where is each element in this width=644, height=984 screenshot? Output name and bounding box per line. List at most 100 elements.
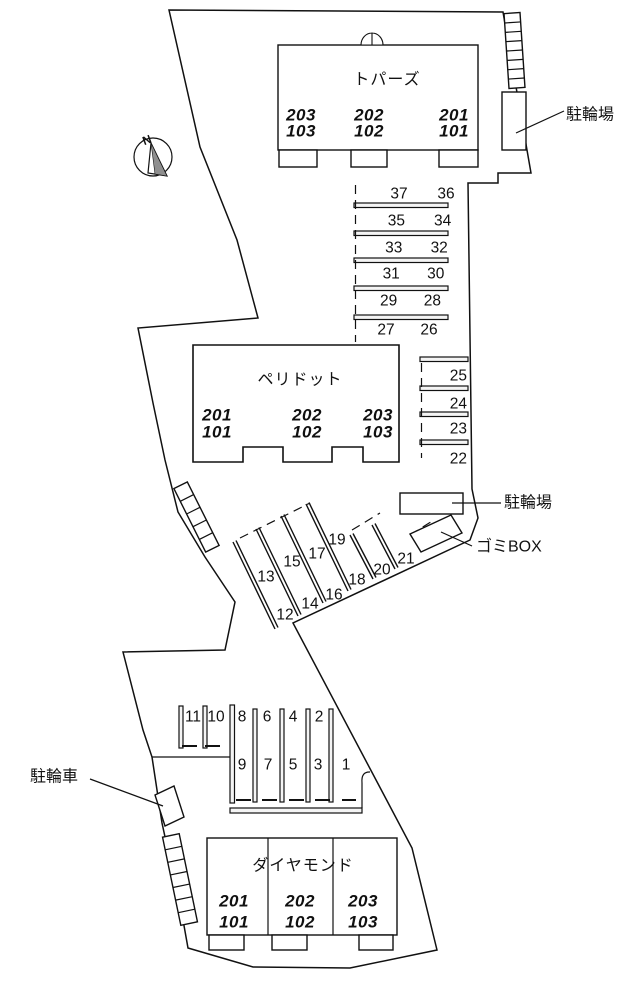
parking-space-number: 17 <box>308 546 325 563</box>
parking-space-number: 9 <box>238 757 247 774</box>
entrance-step <box>271 934 308 951</box>
parking-space-number: 6 <box>263 709 272 726</box>
building-peridot: ペリドット 201 101 202 102 203 103 <box>192 344 400 463</box>
building-topaz-title: トパーズ <box>353 71 420 89</box>
diagonal-stall-lines <box>232 502 399 630</box>
entrance-step <box>358 934 394 951</box>
parking-space-number: 8 <box>238 709 247 726</box>
building-peridot-title: ペリドット <box>257 372 342 389</box>
bicycle-parking-area-top <box>501 91 527 151</box>
bicycle-rack-hatch-middle <box>172 480 221 554</box>
entrance-step <box>350 149 388 168</box>
unit-number: 201 <box>201 406 232 425</box>
parking-space-number: 24 <box>450 396 468 413</box>
leader-line <box>515 110 565 134</box>
compass-circle <box>133 137 173 177</box>
parking-space-number: 1 <box>342 757 351 774</box>
unit-number: 103 <box>348 913 378 932</box>
parking-space-number: 3 <box>314 757 323 774</box>
parking-space-number: 36 <box>437 186 454 203</box>
parking-space-number: 37 <box>390 186 407 203</box>
building-topaz: トパーズ 203 103 202 102 201 101 <box>277 32 479 168</box>
entrance-door-arc <box>360 32 384 46</box>
entrance-step <box>208 934 245 951</box>
entrance-step <box>438 149 479 168</box>
parking-divider <box>419 411 469 418</box>
trash-box <box>408 514 464 553</box>
parking-space-number: 15 <box>283 554 300 571</box>
parking-space-number: 21 <box>397 551 414 568</box>
parking-divider <box>353 314 449 321</box>
parking-space-number: 4 <box>289 709 298 726</box>
parking-space-number: 30 <box>427 266 445 283</box>
parking-space-number: 26 <box>420 322 437 339</box>
parking-space-number: 19 <box>328 532 345 549</box>
label-bicycle-parking-middle: 駐輪場 <box>504 494 552 512</box>
parking-space-number: 32 <box>431 240 448 257</box>
dashed-stall-cap <box>239 502 311 539</box>
leader-line <box>440 531 473 547</box>
parking-space-number: 7 <box>264 757 273 774</box>
label-bicycle-parking-top: 駐輪場 <box>566 106 614 124</box>
dashed-stall-marks <box>182 745 356 801</box>
parking-space-number: 16 <box>325 587 342 604</box>
parking-space-number: 27 <box>377 322 394 339</box>
stall-divider <box>279 708 285 803</box>
unit-number: 102 <box>354 122 384 141</box>
parking-divider <box>353 230 449 237</box>
parking-space-number: 12 <box>276 607 293 624</box>
unit-number: 103 <box>363 423 393 442</box>
parking-divider <box>419 356 469 363</box>
unit-number: 202 <box>284 892 315 911</box>
parking-space-number: 33 <box>385 240 402 257</box>
unit-number: 201 <box>218 892 249 911</box>
building-diamond: ダイヤモンド 201 101 202 102 203 103 <box>206 837 398 951</box>
unit-number: 202 <box>291 406 322 425</box>
unit-number: 103 <box>286 122 316 141</box>
boundary-notch-arc <box>361 771 371 808</box>
unit-number: 203 <box>362 406 393 425</box>
parking-space-number: 23 <box>450 421 467 438</box>
entrance-step <box>278 149 318 168</box>
stall-divider <box>252 708 258 803</box>
unit-number: 201 <box>438 106 469 125</box>
building-diamond-title: ダイヤモンド <box>252 857 354 875</box>
unit-number: 203 <box>347 892 378 911</box>
parking-divider <box>353 285 449 292</box>
parking-space-number: 28 <box>424 293 441 310</box>
leader-line <box>89 778 164 807</box>
bicycle-rack-hatch-bottom <box>161 832 199 927</box>
unit-number: 101 <box>219 913 249 932</box>
building-topaz-outline <box>277 44 479 151</box>
unit-number: 102 <box>292 423 322 442</box>
parking-space-number: 14 <box>301 596 319 613</box>
parking-space-number: 29 <box>380 293 397 310</box>
parking-divider <box>419 385 469 392</box>
unit-number: 101 <box>202 423 232 442</box>
parking-space-number: 25 <box>450 368 467 385</box>
parking-space-number: 35 <box>388 213 405 230</box>
compass: N <box>133 132 173 177</box>
dashed-stall-cap <box>351 512 381 531</box>
label-bicycle-parking-bottom: 駐輪車 <box>30 768 78 786</box>
parking-space-number: 5 <box>289 757 298 774</box>
parking-space-number: 10 <box>207 709 225 726</box>
building-peridot-outline <box>192 344 400 463</box>
parking-space-number: 11 <box>185 709 201 726</box>
stall-divider <box>202 705 208 749</box>
parking-space-number: 34 <box>434 213 452 230</box>
stall-divider <box>305 708 311 803</box>
stall-divider <box>328 708 334 803</box>
unit-number: 203 <box>285 106 316 125</box>
bicycle-rack-hatch-top <box>503 11 526 90</box>
stall-divider <box>229 704 236 804</box>
